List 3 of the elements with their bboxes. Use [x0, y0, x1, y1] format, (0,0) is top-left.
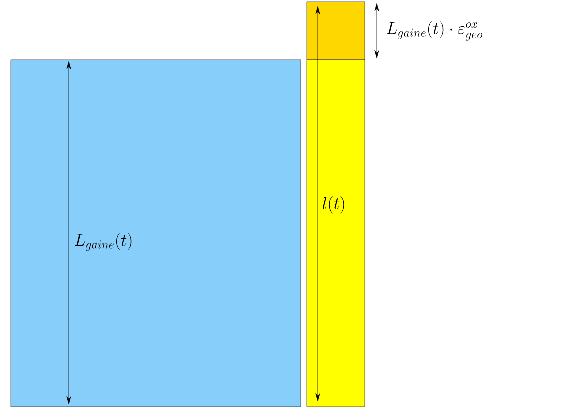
dimension-label: $l(t)$	[323, 196, 344, 214]
dimension-label: $L_{gaine}(t)$	[75, 233, 132, 252]
dimension-label: $L_{gaine}(t) \cdot \varepsilon_{geo}^{ox}$	[387, 21, 483, 41]
